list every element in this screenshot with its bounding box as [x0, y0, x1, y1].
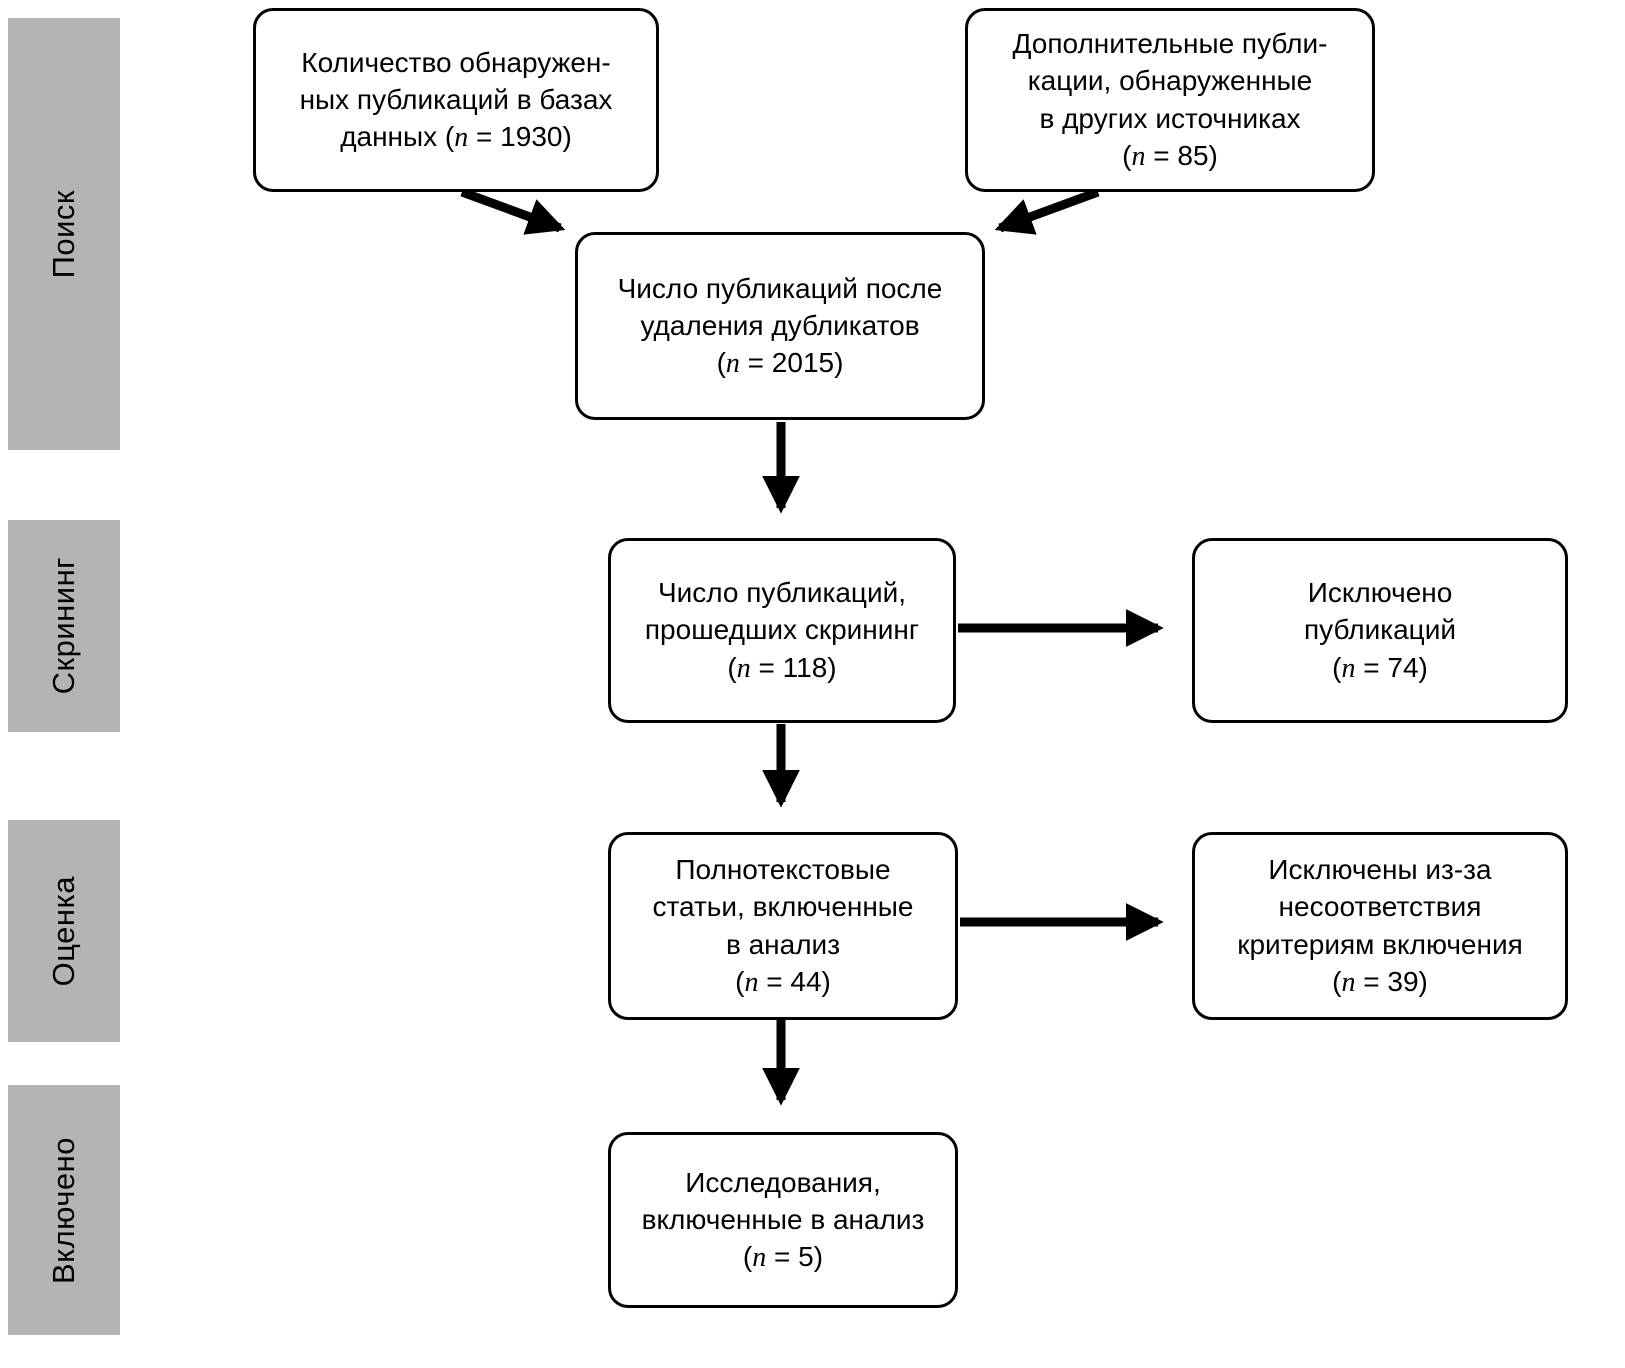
box-text-line: Число публикаций после	[617, 272, 943, 304]
box-fulltext-articles-assessed: Полнотекстовые статьи, включенные в анализ…	[608, 832, 958, 1020]
box-text-line: Число публикаций,	[657, 577, 907, 609]
box-text-line: (n = 44)	[735, 965, 831, 998]
stage-bar-included: Включено	[8, 1085, 120, 1335]
box-text-line: в других источниках	[1039, 102, 1301, 134]
box-text-line: в анализ	[725, 928, 841, 960]
stage-label-eligibility: Оценка	[46, 875, 81, 987]
box-records-excluded: Исключено публикаций (n = 74)	[1192, 538, 1568, 723]
box-text-line: Дополнительные публи-	[1012, 28, 1328, 60]
box-text-line: кации, обнаруженные	[1027, 65, 1313, 97]
box-text-line: (n = 118)	[727, 651, 837, 684]
box-records-after-duplicates-removed: Число публикаций после удаления дубликато…	[575, 232, 985, 420]
box-text-line: Исключены из-за	[1268, 854, 1492, 886]
arrow-additional-to-duplicates	[994, 187, 1100, 235]
stage-bar-eligibility: Оценка	[8, 820, 120, 1042]
box-text-line: (n = 5)	[742, 1241, 824, 1274]
box-text-line: Исключено	[1307, 577, 1453, 609]
box-records-identified-databases: Количество обнаружен-ных публикаций в ба…	[253, 8, 659, 192]
box-text-line: Полнотекстовые	[675, 854, 891, 886]
box-text-line: данных (n = 1930)	[340, 121, 572, 154]
box-records-screened: Число публикаций, прошедших скрининг (n = …	[608, 538, 956, 723]
box-excluded-by-criteria: Исключены из-за несоответствия критериям в…	[1192, 832, 1568, 1020]
box-text-line: Количество обнаружен-	[301, 46, 611, 78]
stage-label-included: Включено	[46, 1136, 81, 1284]
box-studies-included: Исследования, включенные в анализ (n = 5)	[608, 1132, 958, 1308]
box-text-line: критериям включения	[1237, 928, 1523, 960]
box-text-line: удаления дубликатов	[640, 309, 920, 341]
box-text-line: прошедших скрининг	[644, 614, 920, 646]
box-additional-records-other-sources: Дополнительные публи-кации, обнаруженные…	[965, 8, 1375, 192]
box-text-line: публикаций	[1304, 614, 1456, 646]
box-text-line: статьи, включенные	[652, 891, 914, 923]
stage-bar-search: Поиск	[8, 18, 120, 450]
box-text-line: несоответствия	[1278, 891, 1482, 923]
box-text-line: (n = 85)	[1122, 139, 1218, 172]
stage-label-screening: Скрининг	[46, 557, 81, 695]
box-text-line: (n = 74)	[1332, 651, 1428, 684]
box-text-line: включенные в анализ	[641, 1203, 925, 1235]
stage-label-search: Поиск	[46, 189, 81, 279]
box-text-line: ных публикаций в базах	[299, 83, 613, 115]
box-text-line: Исследования,	[685, 1166, 881, 1198]
arrow-found-to-duplicates	[460, 187, 566, 235]
stage-bar-screening: Скрининг	[8, 520, 120, 732]
box-text-line: (n = 2015)	[716, 347, 844, 380]
box-text-line: (n = 39)	[1332, 965, 1428, 998]
